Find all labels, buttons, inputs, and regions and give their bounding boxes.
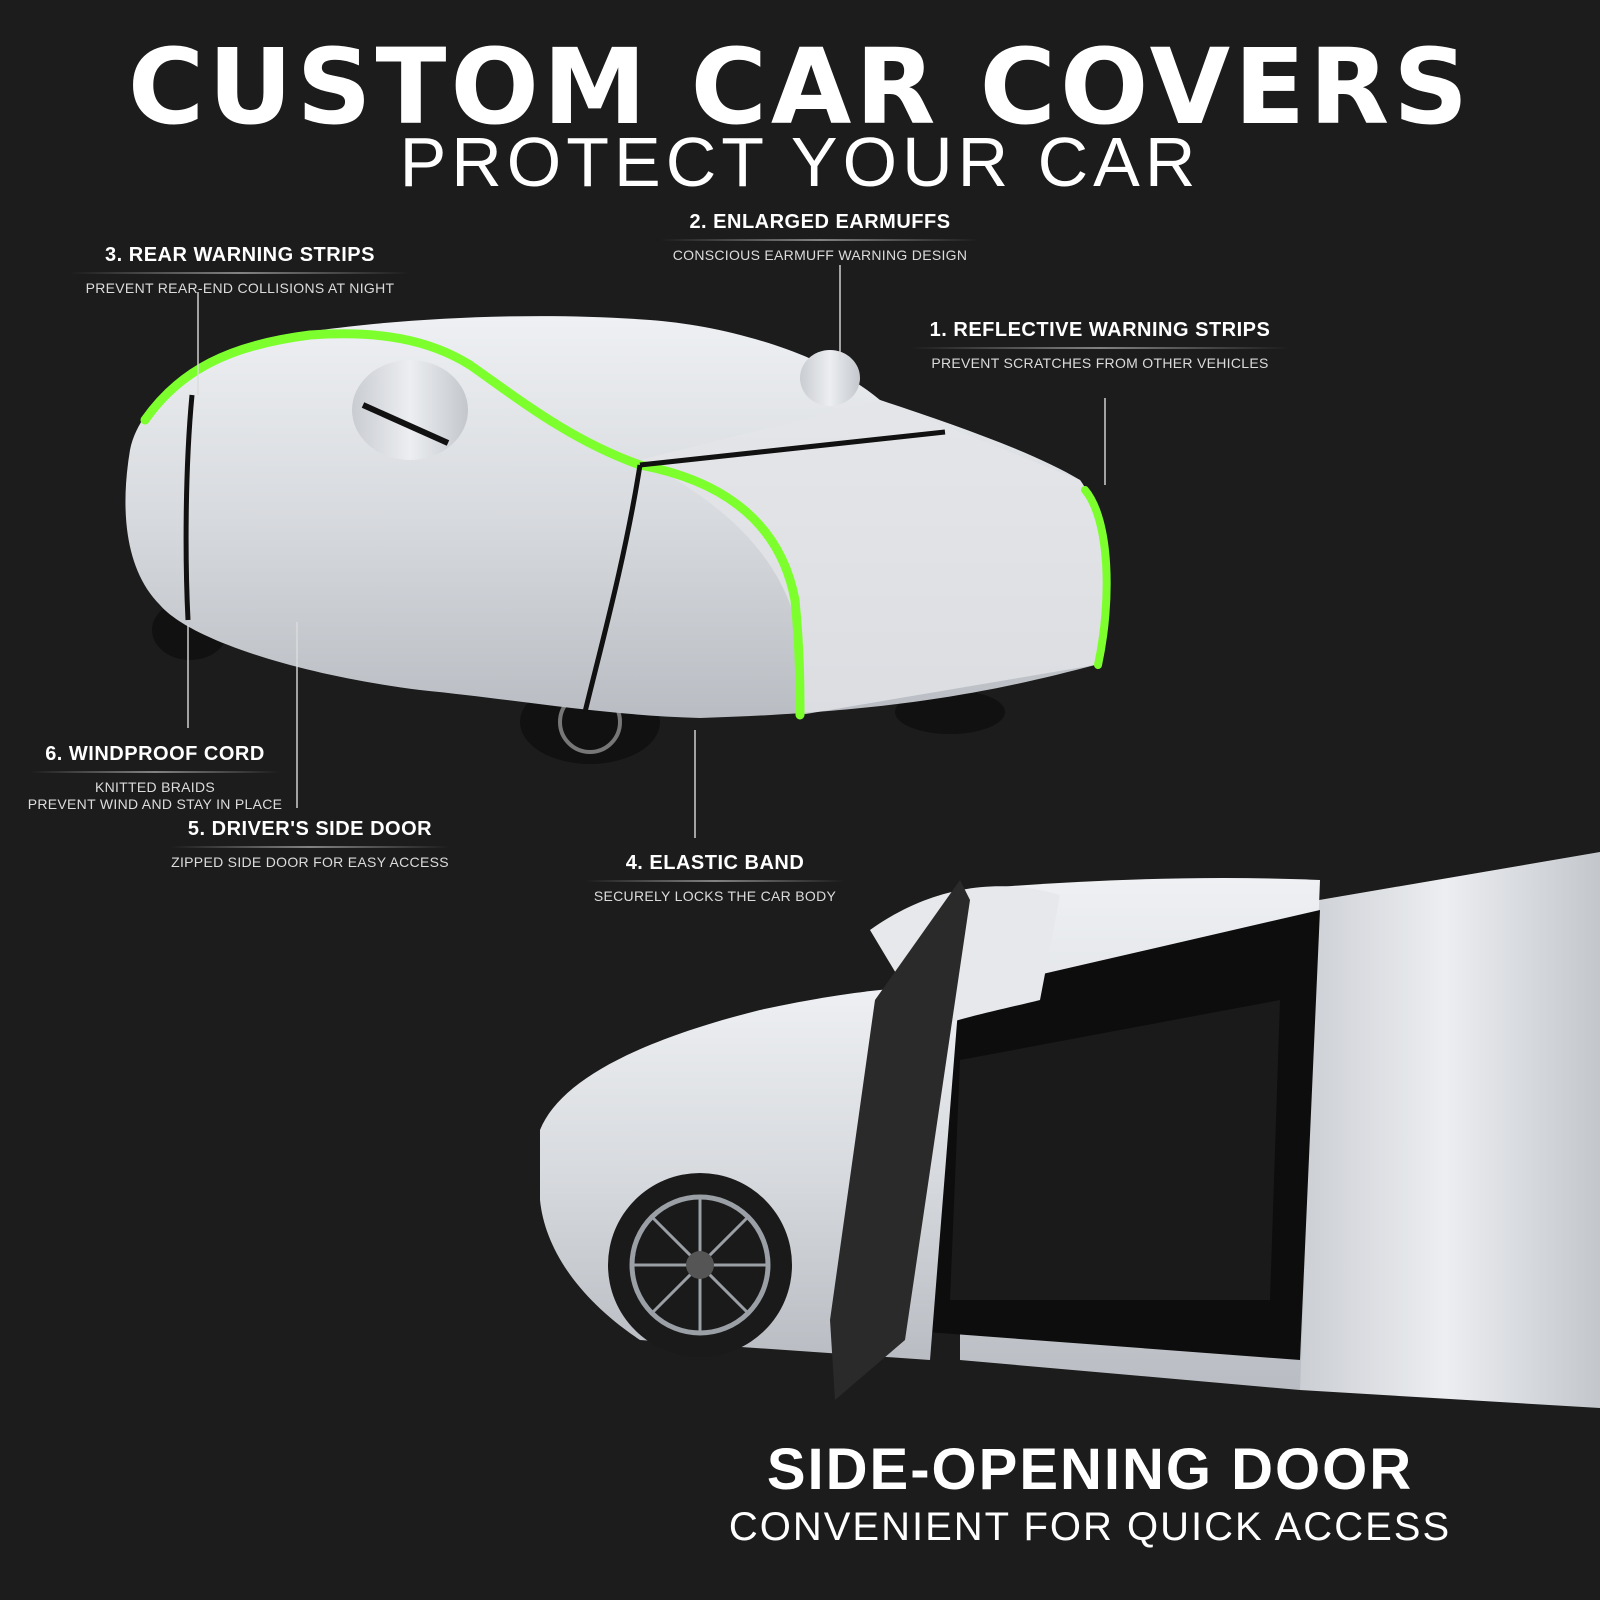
callout-description: CONSCIOUS EARMUFF WARNING DESIGN <box>672 247 968 263</box>
callout-heading: 3. REAR WARNING STRIPS <box>105 244 375 266</box>
feature-subtitle: CONVENIENT FOR QUICK ACCESS <box>728 1505 1452 1549</box>
callout-reflective-warning-strips: 1. REFLECTIVE WARNING STRIPS PREVENT SCR… <box>910 319 1290 372</box>
reflective-strip-right <box>1081 486 1111 669</box>
callout-heading: 4. ELASTIC BAND <box>625 852 805 874</box>
callout-heading: 2. ENLARGED EARMUFFS <box>689 211 951 233</box>
mirror-earmuff-right <box>800 350 860 406</box>
reflective-strip-top <box>140 329 645 470</box>
callout-leaders <box>187 265 1106 838</box>
callout-rear-warning-strips: 3. REAR WARNING STRIPS PREVENT REAR-END … <box>70 244 410 297</box>
cover-rear-section <box>1290 852 1600 1408</box>
callout-windproof-cord: 6. WINDPROOF CORD KNITTED BRAIDS PREVENT… <box>20 743 290 813</box>
callout-elastic-band: 4. ELASTIC BAND SECURELY LOCKS THE CAR B… <box>585 852 845 905</box>
callout-drivers-side-door: 5. DRIVER'S SIDE DOOR ZIPPED SIDE DOOR F… <box>170 818 450 871</box>
callout-heading: 1. REFLECTIVE WARNING STRIPS <box>929 319 1271 341</box>
callout-description: ZIPPED SIDE DOOR FOR EASY ACCESS <box>171 854 449 870</box>
callout-heading: 6. WINDPROOF CORD <box>45 743 265 765</box>
callout-enlarged-earmuffs: 2. ENLARGED EARMUFFS CONSCIOUS EARMUFF W… <box>660 211 980 264</box>
callout-description: PREVENT REAR-END COLLISIONS AT NIGHT <box>85 280 395 296</box>
page-subtitle: PROTECT YOUR CAR <box>399 123 1201 201</box>
callout-heading: 5. DRIVER'S SIDE DOOR <box>187 818 433 840</box>
covered-car-top <box>125 316 1111 764</box>
feature-title: SIDE-OPENING DOOR <box>766 1437 1414 1502</box>
callout-description-line1: KNITTED BRAIDS <box>94 779 216 795</box>
callout-description-line2: PREVENT WIND AND STAY IN PLACE <box>27 796 283 812</box>
reflective-strip-front <box>635 460 805 720</box>
callout-description: PREVENT SCRATCHES FROM OTHER VEHICLES <box>931 355 1269 371</box>
callout-description: SECURELY LOCKS THE CAR BODY <box>593 888 837 904</box>
page-title: CUSTOM CAR COVERS <box>127 26 1473 148</box>
open-door-panel <box>830 880 970 1400</box>
covered-car-door-open <box>540 852 1600 1408</box>
mirror-earmuff <box>352 360 468 460</box>
